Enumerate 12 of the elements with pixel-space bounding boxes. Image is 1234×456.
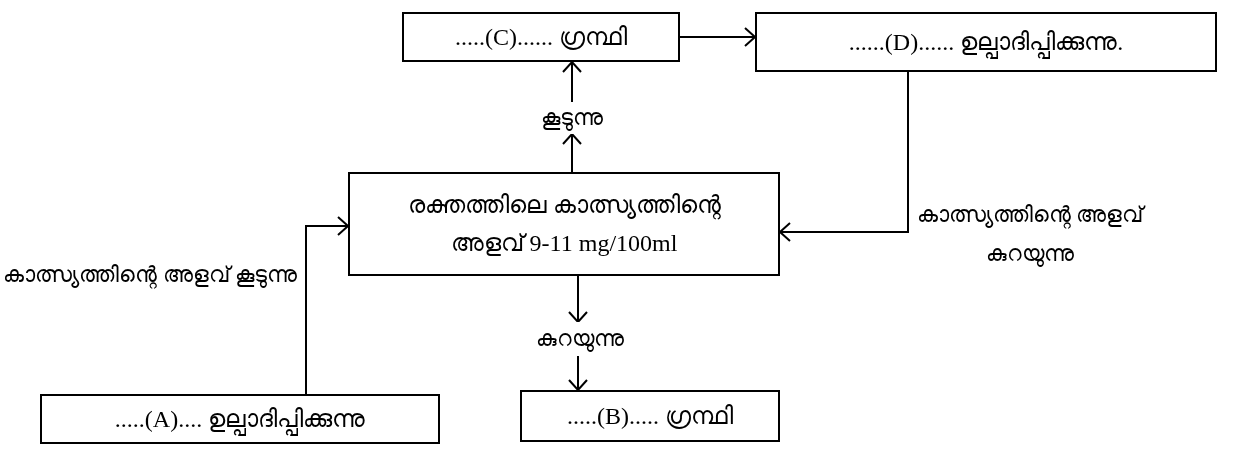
process-box: .....(C)...... ഗ്രന്ഥി	[402, 12, 680, 62]
process-box: രക്തത്തിലെ കാത്സ്യത്തിന്റെ അളവ് 9-11 mg/100ml	[348, 172, 780, 276]
arrow	[562, 133, 582, 173]
process-box: .....(B)..... ഗ്രന്ഥി	[520, 390, 780, 442]
arrow	[568, 355, 588, 391]
arrow	[305, 216, 349, 395]
arrow	[562, 61, 582, 103]
arrow	[568, 275, 588, 323]
process-box: ......(D)...... ഉല്പാദിപ്പിക്കുന്നു.	[755, 12, 1217, 72]
arrow	[679, 27, 756, 47]
arrow	[779, 71, 909, 242]
process-box: .....(A).... ഉല്പാദിപ്പിക്കുന്നു	[40, 394, 440, 444]
